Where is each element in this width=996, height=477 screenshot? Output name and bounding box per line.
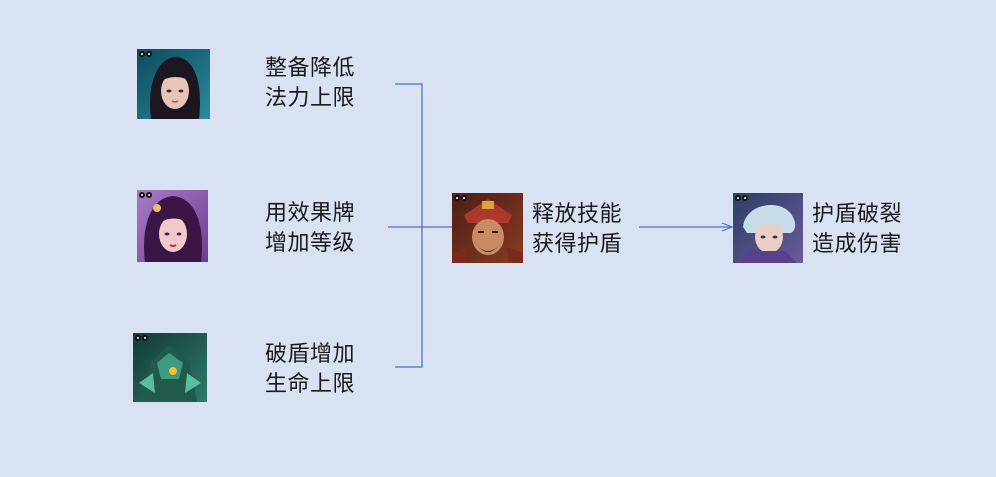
portrait-badge-icon <box>735 195 749 205</box>
bracket-line <box>395 83 423 368</box>
white-haired-fighter-portrait <box>733 193 803 263</box>
purple-haired-woman-portrait <box>137 190 208 262</box>
portrait-badge-icon <box>135 335 149 345</box>
source-1-label: 整备降低 法力上限 <box>265 56 356 111</box>
source-3-label: 破盾增加 生命上限 <box>265 342 356 397</box>
source-2-label: 用效果牌 增加等级 <box>265 201 356 256</box>
dark-haired-woman-portrait <box>137 49 210 119</box>
green-armored-robot-portrait <box>133 333 207 402</box>
portrait-badge-icon <box>139 192 153 202</box>
result-label: 护盾破裂 造成伤害 <box>812 202 903 257</box>
portrait-badge-icon <box>454 195 468 205</box>
portrait-badge-icon <box>139 51 153 61</box>
center-label: 释放技能 获得护盾 <box>532 202 623 257</box>
red-armored-warrior-portrait <box>452 193 523 263</box>
